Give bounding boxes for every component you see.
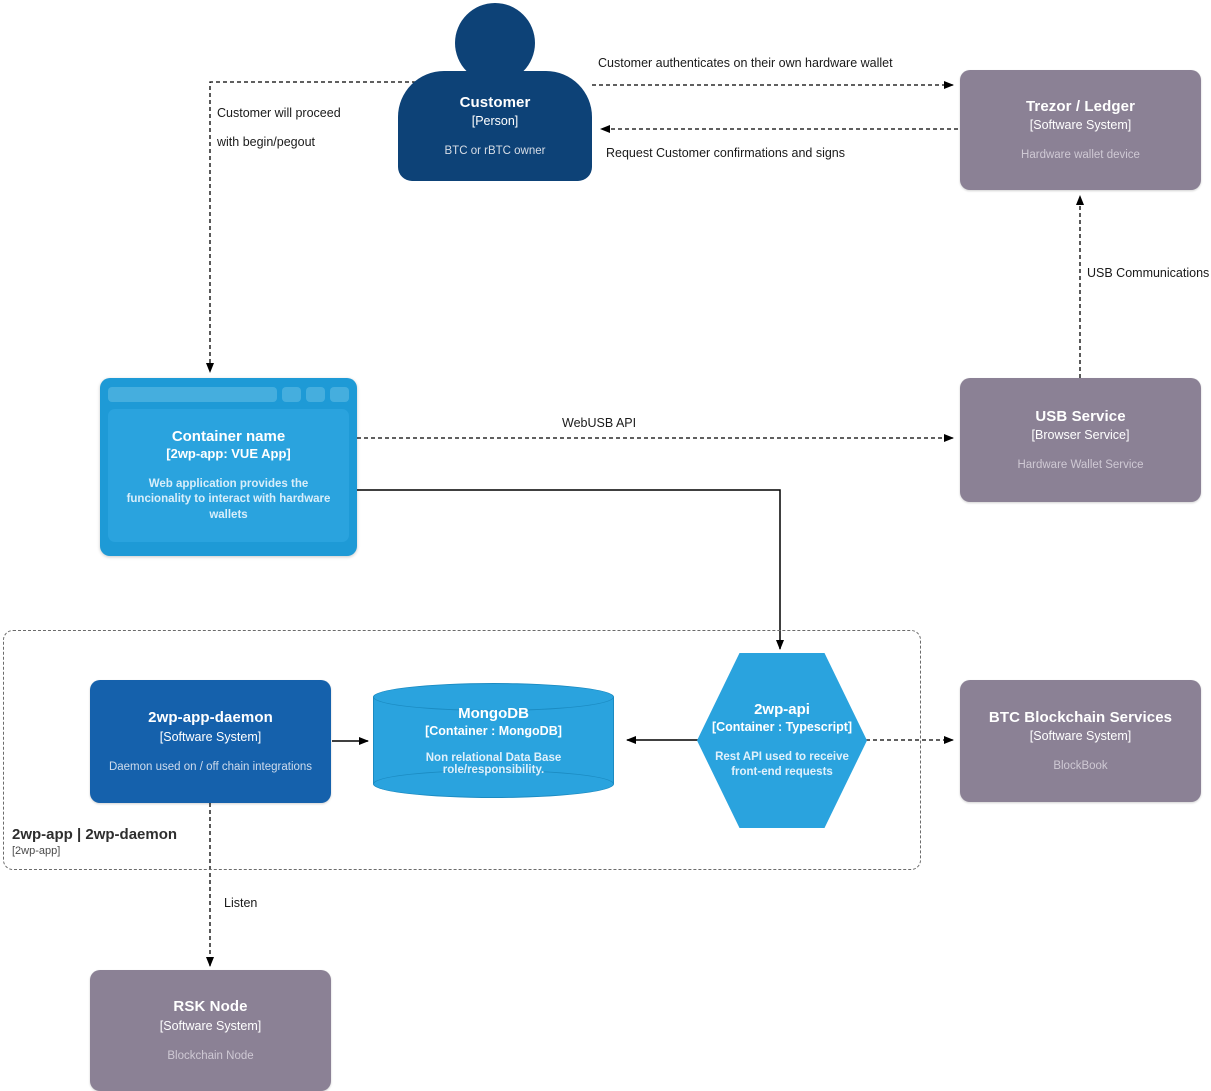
container-name-description: Web application provides the funcionalit… <box>126 477 331 521</box>
node-usb-service[interactable]: USB Service [Browser Service] Hardware W… <box>960 378 1201 502</box>
edge-label-container-to-usb-service: WebUSB API <box>562 416 637 430</box>
node-mongodb[interactable]: MongoDB [Container : MongoDB] Non relati… <box>373 683 614 798</box>
edge-label-customer-to-container-line2: with begin/pegout <box>217 135 315 149</box>
node-2wp-app-daemon[interactable]: 2wp-app-daemon [Software System] Daemon … <box>90 680 331 803</box>
2wp-api-text: 2wp-api [Container : Typescript] Rest AP… <box>697 653 867 828</box>
browser-maximize-icon[interactable] <box>306 386 325 402</box>
btc-blockchain-services-type: [Software System] <box>1029 729 1132 744</box>
customer-type: [Person] <box>471 114 519 129</box>
edge-label-customer-to-trezor: Customer authenticates on their own hard… <box>598 56 893 70</box>
btc-blockchain-services-name: BTC Blockchain Services <box>988 708 1173 726</box>
edge-label-daemon-to-rsk-node: Listen <box>224 896 258 910</box>
edge-label-trezor-to-customer: Request Customer confirmations and signs <box>606 146 846 160</box>
2wp-api-type: [Container : Typescript] <box>711 720 853 735</box>
mongodb-name: MongoDB <box>458 705 529 722</box>
node-rsk-node[interactable]: RSK Node [Software System] Blockchain No… <box>90 970 331 1091</box>
node-trezor-ledger[interactable]: Trezor / Ledger [Software System] Hardwa… <box>960 70 1201 190</box>
2wp-app-daemon-type: [Software System] <box>159 729 262 744</box>
customer-name: Customer <box>459 93 531 111</box>
rsk-node-type: [Software System] <box>159 1018 262 1033</box>
customer-head-icon <box>455 3 535 83</box>
container-name-name: Container name <box>171 427 286 445</box>
rsk-node-description: Blockchain Node <box>167 1049 254 1062</box>
edge-container-to-api <box>341 489 784 650</box>
node-btc-blockchain-services[interactable]: BTC Blockchain Services [Software System… <box>960 680 1201 802</box>
browser-content: Container name [2wp-app: VUE App] Web ap… <box>108 409 349 542</box>
2wp-api-description: Rest API used to receive front-end reque… <box>715 751 849 778</box>
trezor-ledger-type: [Software System] <box>1029 118 1132 133</box>
boundary-type: [2wp-app] <box>12 845 61 857</box>
edge-label-usb-service-to-trezor: USB Communications <box>1087 266 1210 280</box>
boundary-label: 2wp-app | 2wp-daemon [2wp-app] <box>12 826 177 857</box>
node-container-name[interactable]: Container name [2wp-app: VUE App] Web ap… <box>100 378 357 556</box>
browser-minimize-icon[interactable] <box>282 386 301 402</box>
container-name-type: [2wp-app: VUE App] <box>166 445 291 461</box>
mongodb-type: [Container : MongoDB] <box>425 724 562 738</box>
boundary-2wp-app <box>3 630 921 870</box>
btc-blockchain-services-description: BlockBook <box>1053 760 1108 772</box>
node-customer[interactable]: Customer [Person] BTC or rBTC owner <box>398 71 592 181</box>
mongodb-cylinder-top <box>373 683 614 711</box>
browser-address-bar[interactable] <box>108 386 277 402</box>
usb-service-description: Hardware Wallet Service <box>1017 459 1144 471</box>
2wp-api-name: 2wp-api <box>754 701 810 719</box>
node-2wp-api[interactable]: 2wp-api [Container : Typescript] Rest AP… <box>697 653 867 828</box>
customer-description: BTC or rBTC owner <box>444 145 546 157</box>
mongodb-cylinder-bottom <box>373 770 614 798</box>
mongodb-text: MongoDB [Container : MongoDB] Non relati… <box>373 683 614 798</box>
usb-service-name: USB Service <box>1035 407 1126 425</box>
browser-close-icon[interactable] <box>330 386 349 402</box>
2wp-app-daemon-name: 2wp-app-daemon <box>148 709 273 727</box>
boundary-name: 2wp-app | 2wp-daemon <box>12 826 178 843</box>
trezor-ledger-name: Trezor / Ledger <box>1025 97 1136 115</box>
mongodb-description: Non relational Data Base role/responsibi… <box>425 752 562 776</box>
usb-service-type: [Browser Service] <box>1031 428 1130 443</box>
rsk-node-name: RSK Node <box>173 998 248 1016</box>
browser-title-bar <box>108 385 349 403</box>
trezor-ledger-description: Hardware wallet device <box>1021 149 1140 161</box>
2wp-app-daemon-description: Daemon used on / off chain integrations <box>108 760 313 773</box>
edge-label-customer-to-container-line1: Customer will proceed <box>217 106 341 120</box>
edge-customer-to-container <box>206 81 430 373</box>
